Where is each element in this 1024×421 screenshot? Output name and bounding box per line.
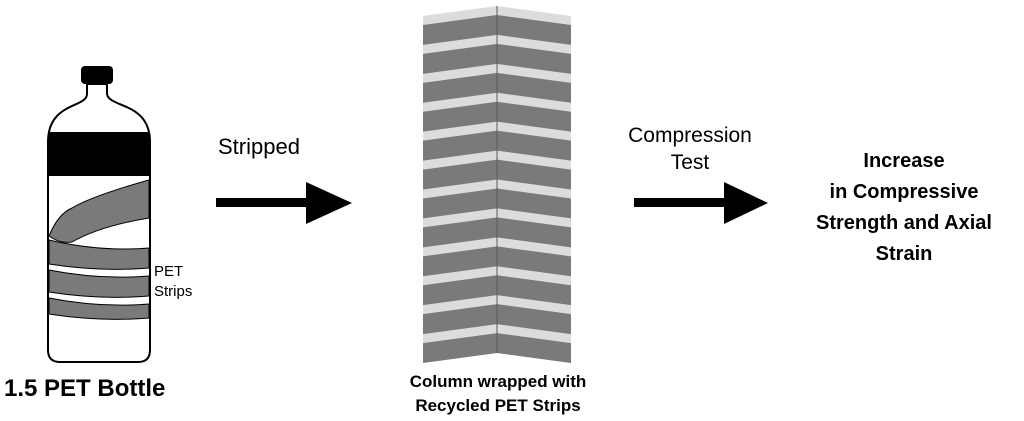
pet-strips-label: PET Strips — [154, 262, 192, 302]
pet-bottle — [47, 66, 151, 363]
bottle-title: 1.5 PET Bottle — [4, 375, 166, 402]
column-caption-line1: Column wrapped with — [409, 372, 587, 391]
result-text: Increase in Compressive Strength and Axi… — [784, 146, 1024, 270]
bottle-strip — [48, 297, 150, 320]
column-caption: Column wrapped with Recycled PET Strips — [358, 370, 638, 418]
result-line4: Strain — [875, 243, 933, 265]
bottle-strip — [48, 269, 150, 298]
bottle-cap — [81, 66, 113, 84]
bottle-strip — [48, 179, 150, 243]
bottle-strip — [48, 239, 150, 270]
bottle-pet-strips — [48, 179, 150, 320]
pet-strips-label-line2: Strips — [154, 283, 193, 300]
arrow-stripped — [216, 182, 352, 224]
pet-strips-label-line1: PET — [154, 263, 184, 280]
bottle-label-band — [48, 132, 150, 176]
result-line1: Increase — [863, 150, 945, 172]
compression-test-label: Compression Test — [600, 122, 780, 176]
wrapped-column — [423, 6, 571, 363]
result-line3: Strength and Axial — [816, 212, 992, 234]
compression-test-line1: Compression — [628, 124, 752, 147]
compression-test-line2: Test — [670, 151, 710, 174]
arrow-compression — [634, 182, 768, 224]
column-caption-line2: Recycled PET Strips — [415, 396, 581, 415]
stripped-label: Stripped — [218, 134, 300, 159]
result-line2: in Compressive — [829, 181, 979, 203]
